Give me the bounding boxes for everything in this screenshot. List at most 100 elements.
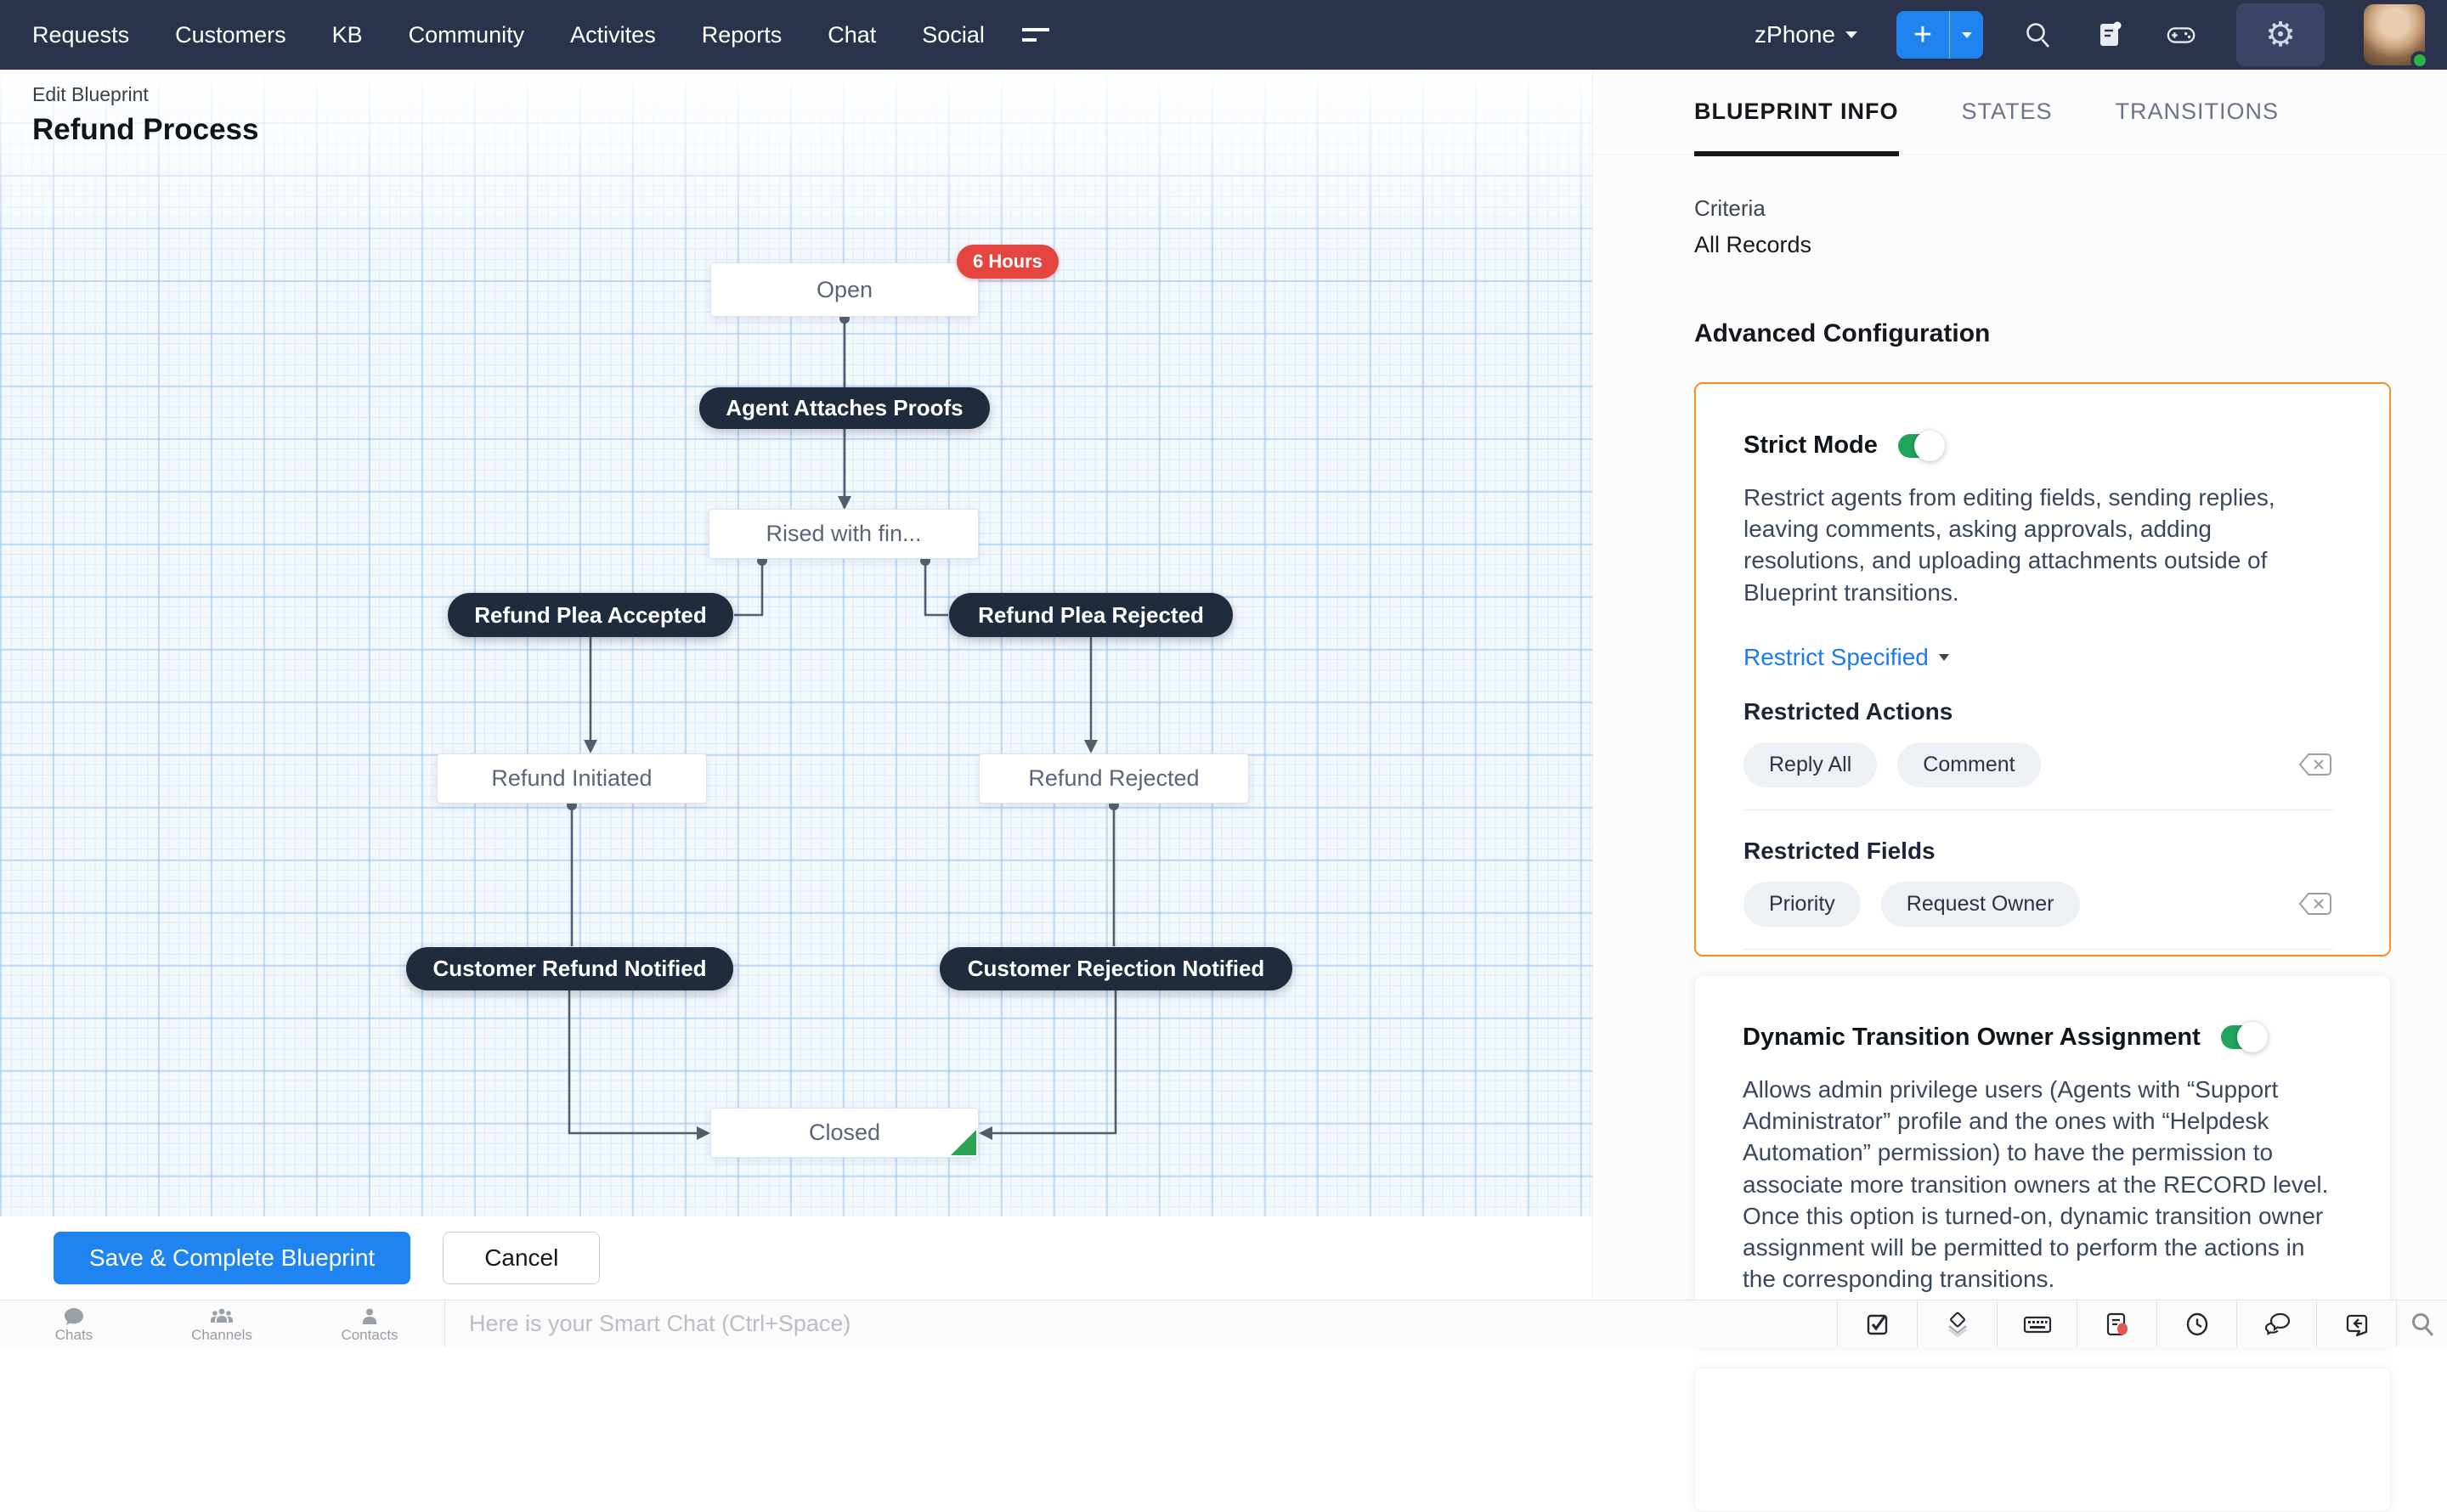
restricted-fields-chips: Priority Request Owner	[1743, 881, 2333, 950]
nav-item-activites[interactable]: Activites	[570, 21, 656, 48]
smart-chat-input[interactable]: Here is your Smart Chat (Ctrl+Space)	[444, 1300, 1837, 1347]
reply-button[interactable]	[2316, 1300, 2396, 1347]
smart-chat-bar: Chats Channels Contacts Here is your Sma…	[0, 1300, 2447, 1347]
clear-restricted-fields-button[interactable]	[2297, 890, 2333, 917]
edit-blueprint-subtitle: Edit Blueprint	[32, 83, 149, 105]
layers-button[interactable]	[1917, 1300, 1997, 1347]
nav-item-customers[interactable]: Customers	[175, 21, 286, 48]
clock-icon	[2186, 1312, 2207, 1335]
page-title: Refund Process	[32, 113, 259, 146]
dynamic-owner-row: Dynamic Transition Owner Assignment	[1743, 1022, 2342, 1053]
nav-item-kb[interactable]: KB	[331, 21, 363, 48]
nav-item-reports[interactable]: Reports	[701, 21, 783, 48]
restricted-actions-chips: Reply All Comment	[1743, 742, 2333, 810]
chat-tab-label: Channels	[191, 1326, 252, 1343]
product-selector[interactable]: zPhone	[1755, 21, 1857, 48]
closed-flag-icon	[951, 1130, 976, 1155]
nav-item-requests[interactable]: Requests	[32, 21, 130, 48]
transition-node-customer-rejection-notified[interactable]: Customer Rejection Notified	[940, 947, 1292, 990]
chat-tab-label: Contacts	[341, 1326, 398, 1343]
chat-tab-label: Chats	[54, 1326, 93, 1343]
top-nav: Requests Customers KB Community Activite…	[0, 0, 2447, 70]
chat-tab-chats[interactable]: Chats	[0, 1300, 148, 1347]
add-dropdown-button[interactable]	[1949, 11, 1983, 59]
add-button[interactable]: +	[1913, 16, 1933, 53]
games-icon[interactable]	[2165, 19, 2197, 51]
layers-icon	[1947, 1312, 1967, 1337]
strict-mode-description: Restrict agents from editing fields, sen…	[1743, 484, 2275, 606]
next-card-partial	[1694, 1367, 2391, 1512]
blueprint-info-panel: BLUEPRINT INFO STATES TRANSITIONS Criter…	[1592, 70, 2447, 1512]
reply-icon	[2346, 1314, 2367, 1336]
more-menu-icon[interactable]	[1021, 28, 1049, 42]
feedback-button[interactable]	[2236, 1300, 2316, 1347]
nav-right-cluster: zPhone + ⚙	[1755, 3, 2429, 70]
task-check-icon	[1867, 1314, 1887, 1334]
person-icon	[363, 1308, 376, 1324]
restricted-fields-block: Restricted Fields Priority Request Owner	[1743, 838, 2342, 950]
history-button[interactable]	[2156, 1300, 2236, 1347]
nav-item-social[interactable]: Social	[922, 21, 985, 48]
restricted-fields-label: Restricted Fields	[1743, 837, 1936, 864]
smart-chat-placeholder: Here is your Smart Chat (Ctrl+Space)	[469, 1311, 851, 1336]
people-group-icon	[211, 1308, 233, 1323]
activity-log-button[interactable]	[2077, 1300, 2156, 1347]
tab-transitions[interactable]: TRANSITIONS	[2115, 99, 2280, 124]
gear-icon: ⚙	[2265, 15, 2296, 54]
strict-mode-title: Strict Mode	[1743, 432, 1878, 459]
chevron-down-icon	[1938, 653, 1949, 661]
avatar[interactable]	[2364, 4, 2429, 70]
restrict-specified-dropdown[interactable]: Restrict Specified	[1743, 644, 2342, 671]
toggle-knob	[2236, 1022, 2268, 1053]
chip-comment[interactable]: Comment	[1897, 742, 2041, 787]
transition-node-refund-plea-rejected[interactable]: Refund Plea Rejected	[949, 593, 1233, 637]
dynamic-owner-description: Allows admin privilege users (Agents wit…	[1743, 1075, 2329, 1293]
log-report-icon	[2106, 1312, 2128, 1335]
strict-mode-row: Strict Mode	[1743, 430, 2342, 461]
dynamic-owner-toggle[interactable]	[2220, 1022, 2268, 1053]
clear-restricted-actions-button[interactable]	[2297, 751, 2333, 778]
chat-bubbles-icon	[2264, 1312, 2290, 1335]
online-status-dot	[2410, 51, 2429, 70]
strict-mode-toggle[interactable]	[1897, 430, 1945, 461]
transition-node-refund-plea-accepted[interactable]: Refund Plea Accepted	[448, 593, 733, 637]
state-node-refund-rejected[interactable]: Refund Rejected	[979, 753, 1249, 804]
main-menu: Requests Customers KB Community Activite…	[32, 22, 985, 48]
chip-priority[interactable]: Priority	[1743, 881, 1861, 927]
keyboard-button[interactable]	[1997, 1300, 2077, 1347]
chat-search-button[interactable]	[2396, 1300, 2447, 1347]
tab-states[interactable]: STATES	[1961, 99, 2053, 124]
state-node-refund-initiated[interactable]: Refund Initiated	[437, 753, 707, 804]
strict-mode-card: Strict Mode Restrict agents from editing…	[1694, 382, 2391, 956]
state-node-rised-with-fin[interactable]: Rised with fin...	[709, 509, 979, 559]
panel-tabs: BLUEPRINT INFO STATES TRANSITIONS	[1593, 70, 2447, 156]
tasks-button[interactable]	[1837, 1300, 1917, 1347]
flow-connectors	[567, 313, 1119, 1140]
chat-tab-channels[interactable]: Channels	[148, 1300, 296, 1347]
chatbar-tools	[1837, 1300, 2447, 1347]
criteria-value: All Records	[1694, 232, 1812, 257]
product-selector-label: zPhone	[1755, 21, 1835, 48]
search-icon[interactable]	[2022, 19, 2054, 51]
chevron-down-icon	[1961, 31, 1972, 38]
nav-item-community[interactable]: Community	[408, 21, 525, 48]
transition-node-agent-attaches-proofs[interactable]: Agent Attaches Proofs	[699, 387, 990, 429]
state-node-open[interactable]: Open	[710, 262, 979, 317]
transition-node-customer-refund-notified[interactable]: Customer Refund Notified	[406, 947, 733, 990]
nav-item-chat[interactable]: Chat	[828, 21, 877, 48]
dynamic-owner-card: Dynamic Transition Owner Assignment Allo…	[1694, 974, 2391, 1347]
tab-blueprint-info[interactable]: BLUEPRINT INFO	[1694, 70, 1899, 156]
sla-badge[interactable]: 6 Hours	[957, 245, 1059, 279]
search-icon	[2411, 1312, 2433, 1336]
release-notes-icon[interactable]	[2094, 19, 2126, 51]
cancel-button[interactable]: Cancel	[443, 1232, 601, 1284]
save-complete-blueprint-button[interactable]: Save & Complete Blueprint	[54, 1232, 411, 1284]
chat-tab-contacts[interactable]: Contacts	[296, 1300, 444, 1347]
blueprint-canvas[interactable]: Edit Blueprint Refund Process	[0, 70, 1592, 1347]
restricted-actions-label: Restricted Actions	[1743, 697, 1953, 725]
settings-button[interactable]: ⚙	[2236, 3, 2325, 66]
state-node-closed[interactable]: Closed	[710, 1108, 979, 1158]
toggle-knob	[1913, 430, 1945, 461]
chip-reply-all[interactable]: Reply All	[1743, 742, 1878, 787]
chip-request-owner[interactable]: Request Owner	[1880, 881, 2080, 927]
